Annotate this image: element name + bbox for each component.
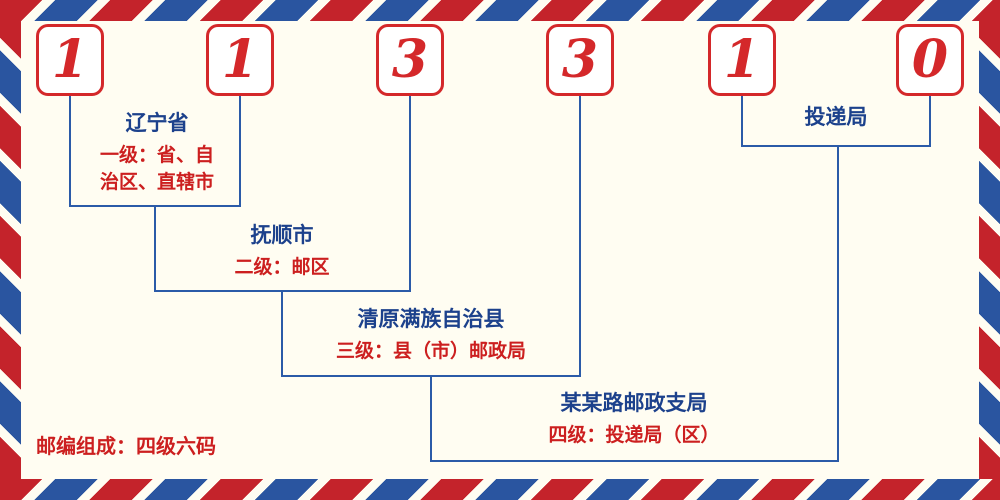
label-level4: 某某路邮政支局 四级：投递局（区） bbox=[494, 390, 774, 450]
airmail-border-right bbox=[979, 21, 1000, 479]
label-level4-desc: 四级：投递局（区） bbox=[548, 425, 720, 447]
airmail-border-bottom bbox=[0, 479, 1000, 500]
label-level2-place: 抚顺市 bbox=[250, 224, 314, 247]
connector-line-delivery-bottom bbox=[741, 145, 931, 147]
label-level3: 清原满族自治县 三级：县（市）邮政局 bbox=[296, 306, 566, 366]
airmail-border-top bbox=[0, 0, 1000, 21]
connector-line-digit1-drop bbox=[69, 96, 71, 205]
label-level3-place: 清原满族自治县 bbox=[357, 308, 505, 331]
digit-4: 3 bbox=[561, 29, 599, 90]
digit-box-4: 3 bbox=[546, 24, 614, 96]
digit-box-2: 1 bbox=[206, 24, 274, 96]
label-level1: 辽宁省 一级：省、自 治区、直辖市 bbox=[72, 110, 242, 196]
label-level4-place: 某某路邮政支局 bbox=[560, 392, 708, 415]
label-level3-desc: 三级：县（市）邮政局 bbox=[335, 341, 526, 363]
label-delivery-office: 投递局 bbox=[766, 104, 906, 131]
connector-line-digit3-drop bbox=[409, 96, 411, 290]
connector-line-delivery-to-level4 bbox=[837, 145, 839, 460]
connector-line-digit2-drop bbox=[239, 96, 241, 205]
digit-box-5: 1 bbox=[708, 24, 776, 96]
digit-1: 1 bbox=[51, 29, 89, 90]
connector-line-level2-to-level3 bbox=[281, 290, 283, 375]
connector-line-level3-to-level4 bbox=[430, 375, 432, 460]
label-level1-place: 辽宁省 bbox=[125, 112, 189, 135]
digit-box-1: 1 bbox=[36, 24, 104, 96]
label-level1-desc: 一级：省、自 治区、直辖市 bbox=[99, 145, 214, 193]
digit-3: 3 bbox=[391, 29, 429, 90]
digit-box-3: 3 bbox=[376, 24, 444, 96]
label-level2-desc: 二级：邮区 bbox=[234, 257, 330, 279]
connector-line-digit5-drop bbox=[741, 96, 743, 145]
digit-5: 1 bbox=[723, 29, 761, 90]
digit-box-6: 0 bbox=[896, 24, 964, 96]
label-level2: 抚顺市 二级：邮区 bbox=[162, 222, 402, 282]
connector-line-digit4-drop bbox=[579, 96, 581, 375]
digit-6: 0 bbox=[911, 29, 949, 90]
label-delivery-office-place: 投递局 bbox=[804, 106, 868, 129]
connector-line-level1-to-level2 bbox=[154, 205, 156, 290]
airmail-border-left bbox=[0, 21, 21, 479]
connector-line-level4-bottom bbox=[430, 460, 839, 462]
digit-2: 1 bbox=[221, 29, 259, 90]
footer-note: 邮编组成：四级六码 bbox=[36, 436, 216, 458]
connector-line-digit6-drop bbox=[929, 96, 931, 145]
